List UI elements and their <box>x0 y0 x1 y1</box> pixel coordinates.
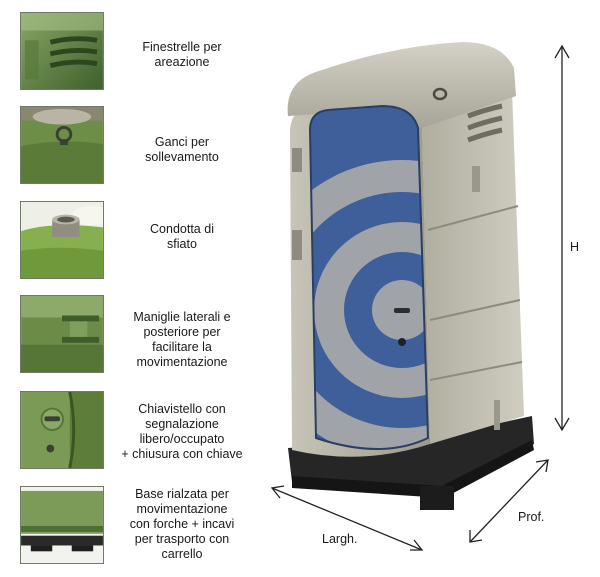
feature-handles-caption: Maniglie laterali e posteriore per facil… <box>133 310 231 369</box>
feature-base-caption: Base rialzata per movimentazione con for… <box>129 487 235 561</box>
side-handle-icon <box>21 296 103 372</box>
width-label: Largh. <box>322 532 358 546</box>
portable-toilet-illustration <box>270 42 570 551</box>
vent-pipe-icon <box>21 202 103 278</box>
latch-photo <box>20 391 104 469</box>
feature-hooks-caption: Ganci per sollevamento <box>145 135 219 164</box>
door-latch <box>394 308 410 313</box>
toilet-roof <box>287 42 516 128</box>
vent-slats-icon <box>21 13 103 89</box>
width-arrow <box>271 487 423 551</box>
depth-label: Prof. <box>518 510 545 524</box>
hooks-photo <box>20 106 104 184</box>
lifting-hook-icon <box>21 107 103 183</box>
raised-base-icon <box>21 487 103 563</box>
toilet-side-wall <box>422 90 524 444</box>
door-latch-icon <box>21 392 103 468</box>
feature-latch-caption: Chiavistello con segnalazione libero/occ… <box>121 402 243 461</box>
vent-pipe-photo <box>20 201 104 279</box>
depth-arrow <box>469 459 549 543</box>
handles-photo <box>20 295 104 373</box>
height-label: H <box>570 240 580 254</box>
feature-vent-pipe-caption: Condotta di sfiato <box>150 222 214 251</box>
feature-vents-caption: Finestrelle per areazione <box>142 40 222 69</box>
vents-photo <box>20 12 104 90</box>
base-photo <box>20 486 104 564</box>
door-keyhole <box>398 338 406 346</box>
